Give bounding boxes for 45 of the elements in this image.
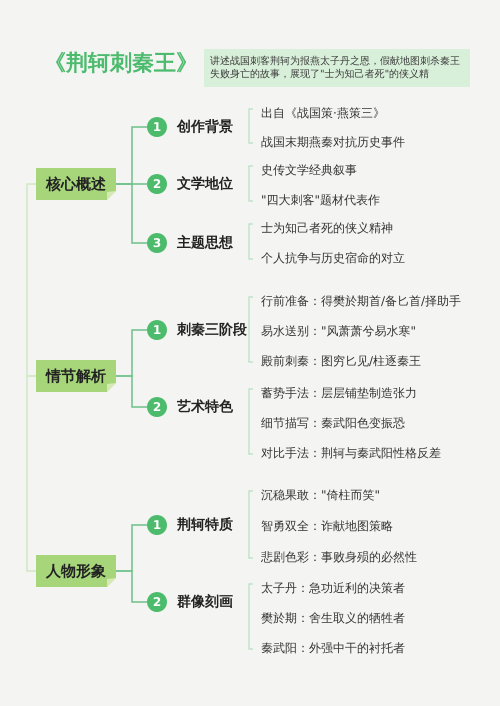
point-text: 行前准备：得樊於期首/备匕首/择助手	[261, 293, 462, 309]
step-number: 2	[147, 174, 167, 194]
step-number: 2	[147, 397, 167, 417]
point-text: 出自《战国策·燕策三》	[261, 105, 385, 121]
connector-line	[26, 183, 36, 377]
connector-line	[116, 183, 147, 244]
point-text: 秦武阳：外强中干的衬托者	[261, 640, 405, 656]
connector-line	[26, 375, 36, 572]
point-text: 智勇双全：诈献地图策略	[261, 518, 393, 534]
subtopic-title: 文学地位	[177, 175, 233, 193]
subtopic-title: 主题思想	[177, 234, 233, 252]
topic-note	[36, 168, 116, 200]
point-text: 易水送别："风萧萧兮易水寒"	[261, 323, 416, 339]
point-text: 战国末期燕秦对抗历史事件	[261, 134, 405, 150]
point-text: 史传文学经典叙事	[261, 162, 357, 178]
connector-line	[116, 570, 147, 603]
point-text: 对比手法：荆轲与秦武阳性格反差	[261, 445, 441, 461]
step-number: 1	[147, 515, 167, 535]
connector-line	[116, 375, 147, 408]
step-number: 2	[147, 592, 167, 612]
subtopic-title: 群像刻画	[177, 593, 233, 611]
point-text: "四大刺客"题材代表作	[261, 192, 380, 208]
subtopic-title: 刺秦三阶段	[177, 321, 247, 339]
step-number: 1	[147, 117, 167, 137]
point-text: 殿前刺秦：图穷匕见/柱逐秦王	[261, 353, 422, 369]
point-text: 沉稳果敢："倚柱而笑"	[261, 487, 380, 503]
topic-label: 情节解析	[44, 367, 107, 385]
topic-label: 人物形象	[44, 562, 107, 580]
topic-note	[36, 360, 116, 392]
subtopic-title: 荆轲特质	[177, 516, 233, 534]
point-text: 细节描写：秦武阳色变振恐	[261, 415, 405, 431]
step-number: 1	[147, 320, 167, 340]
point-text: 樊於期：舍生取义的牺牲者	[261, 610, 405, 626]
topic-note	[36, 555, 116, 587]
step-number: 3	[147, 233, 167, 253]
point-text: 蓄势手法：层层铺垫制造张力	[261, 385, 417, 401]
title: 《荆轲刺秦王》	[44, 50, 198, 78]
subtopic-title: 艺术特色	[177, 398, 233, 416]
point-text: 太子丹：急功近利的决策者	[261, 580, 405, 596]
topic-label: 核心概述	[44, 175, 107, 193]
subtopic-title: 创作背景	[177, 118, 233, 136]
point-text: 个人抗争与历史宿命的对立	[261, 250, 405, 266]
point-text: 悲剧色彩：事败身殒的必然性	[261, 549, 417, 565]
point-text: 士为知己者死的侠义精神	[261, 220, 393, 236]
summary-note: 讲述战国刺客荆轲为报燕太子丹之恩，假献地图刺杀秦王失败身亡的故事，展现了"士为知己者死"的侠义精	[204, 49, 470, 87]
